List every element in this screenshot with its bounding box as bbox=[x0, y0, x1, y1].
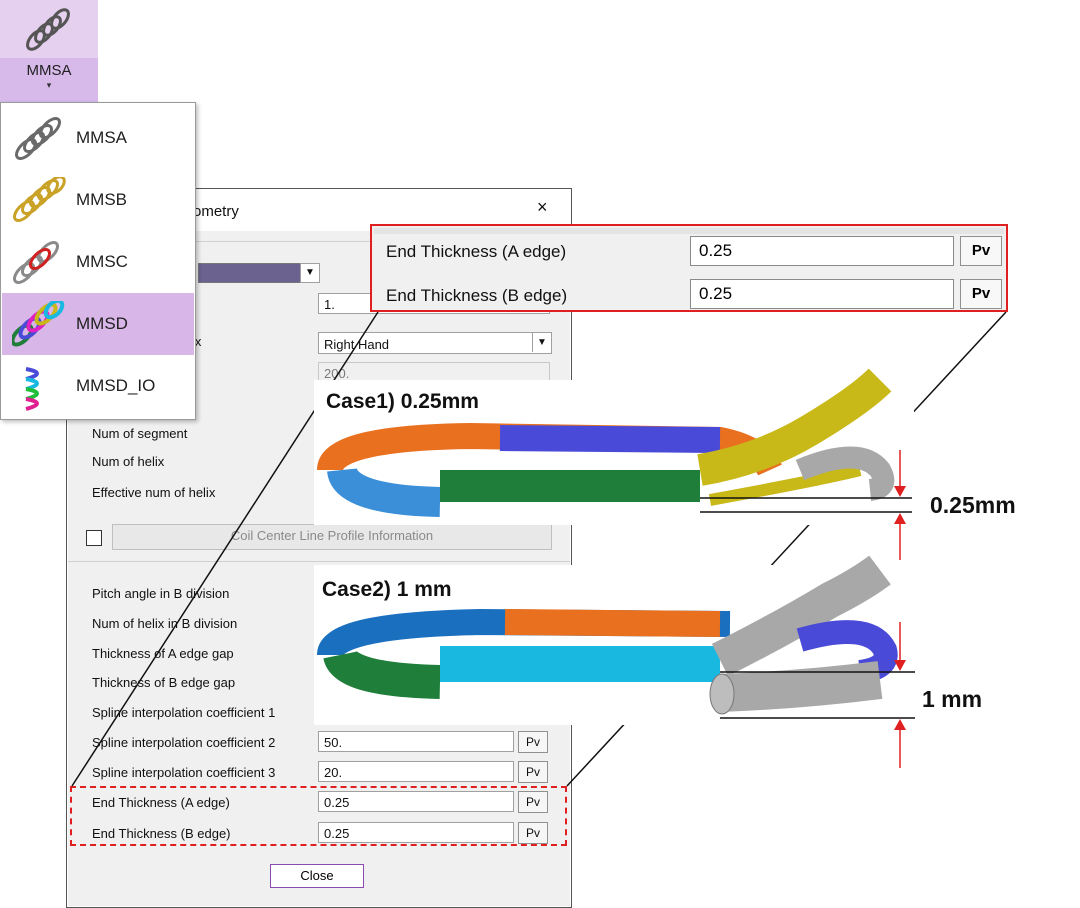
field-label: End Thickness (B edge) bbox=[92, 826, 231, 841]
zoom-label: End Thickness (B edge) bbox=[386, 286, 568, 305]
spline-coefficient-3-field[interactable]: 20. bbox=[318, 761, 514, 782]
color-dropdown-button[interactable]: ▼ bbox=[300, 263, 320, 283]
menu-item-mmsc[interactable]: MMSC bbox=[2, 231, 194, 293]
spring-gold-icon bbox=[13, 177, 66, 222]
arrow-up-icon bbox=[894, 513, 906, 524]
field-label: Thickness of B edge gap bbox=[92, 675, 236, 690]
helix-direction-value: Right Hand bbox=[324, 337, 390, 352]
field-label: Spline interpolation coefficient 3 bbox=[92, 765, 276, 780]
spring-icon bbox=[26, 8, 70, 51]
pv-button[interactable]: Pv bbox=[960, 236, 1002, 266]
coil-profile-checkbox[interactable] bbox=[86, 530, 102, 546]
pv-button[interactable]: Pv bbox=[518, 761, 548, 783]
menu-item-mmsa[interactable]: MMSA bbox=[2, 107, 194, 169]
dimension-label-case1: 0.25mm bbox=[930, 492, 1016, 518]
pv-button[interactable]: Pv bbox=[518, 702, 548, 724]
chevron-down-icon[interactable]: ▼ bbox=[532, 333, 551, 352]
dialog-title: ometry bbox=[193, 203, 239, 220]
arrow-down-icon bbox=[894, 486, 906, 497]
connector-line bbox=[566, 311, 1007, 787]
menu-item-mmsb[interactable]: MMSB bbox=[2, 169, 194, 231]
divider bbox=[374, 228, 1004, 234]
menu-item-label: MMSA bbox=[76, 128, 127, 147]
dimension-label-case2: 1 mm bbox=[922, 686, 983, 712]
segment-label: Num of segment bbox=[92, 426, 188, 441]
ribbon-button-lower bbox=[0, 58, 98, 103]
field-label: Thickness of A edge gap bbox=[92, 646, 234, 661]
menu-item-mmsd[interactable]: MMSD bbox=[2, 293, 194, 355]
divider bbox=[68, 561, 570, 562]
zoom-end-thickness-b-field[interactable]: 0.25 bbox=[690, 279, 954, 309]
highlight-box bbox=[70, 786, 567, 846]
menu-item-label: MMSC bbox=[76, 252, 128, 271]
pv-button[interactable]: Pv bbox=[518, 791, 548, 813]
spline-coefficient-1-field[interactable]: 50. bbox=[318, 702, 514, 723]
close-button[interactable]: Close bbox=[270, 864, 364, 888]
arrow-up-icon bbox=[894, 719, 906, 730]
num-helix-label: Num of helix bbox=[92, 454, 165, 469]
arrow-down-icon bbox=[894, 660, 906, 671]
spline-coefficient-2-field[interactable]: 50. bbox=[318, 731, 514, 752]
chevron-down-icon[interactable]: ▾ bbox=[46, 80, 52, 90]
close-icon[interactable]: × bbox=[537, 197, 548, 217]
spring-icon bbox=[15, 117, 61, 160]
spring-rainbow-icon bbox=[25, 367, 39, 411]
segment-field: 6 bbox=[318, 423, 338, 444]
menu-item-label: MMSD_IO bbox=[76, 376, 156, 395]
spring-type-menu: MMSA MMSB MMSC MMSD MMSD_IO bbox=[0, 102, 196, 420]
pv-button[interactable]: Pv bbox=[518, 822, 548, 844]
field-label: End Thickness (A edge) bbox=[92, 795, 230, 810]
menu-item-label: MMSB bbox=[76, 190, 127, 209]
ribbon-spring-button[interactable]: MMSA ▾ bbox=[0, 0, 98, 103]
field-label: Spline interpolation coefficient 2 bbox=[92, 735, 276, 750]
coil-profile-button[interactable]: Coil Center Line Profile Information bbox=[112, 524, 552, 550]
zoom-label: End Thickness (A edge) bbox=[386, 242, 567, 261]
pv-button[interactable]: Pv bbox=[518, 731, 548, 753]
field-label: Pitch angle in B division bbox=[92, 586, 230, 601]
field-label: Num of helix in B division bbox=[92, 616, 238, 631]
spring-multicolor-icon bbox=[12, 301, 65, 347]
case2-label: Case2) 1 mm bbox=[322, 578, 452, 601]
end-thickness-b-field[interactable]: 0.25 bbox=[318, 822, 514, 843]
case1-label: Case1) 0.25mm bbox=[326, 390, 479, 413]
effective-helix-label: Effective num of helix bbox=[92, 485, 216, 500]
field-label: Spline interpolation coefficient 1 bbox=[92, 705, 276, 720]
menu-item-mmsd-io[interactable]: MMSD_IO bbox=[2, 355, 194, 417]
pv-button[interactable]: Pv bbox=[960, 279, 1002, 309]
helix-direction-select[interactable]: Right Hand ▼ bbox=[318, 332, 552, 354]
zoom-end-thickness-a-field[interactable]: 0.25 bbox=[690, 236, 954, 266]
spring-red-icon bbox=[13, 241, 59, 284]
end-thickness-a-field[interactable]: 0.25 bbox=[318, 791, 514, 812]
divider bbox=[68, 241, 570, 242]
ribbon-button-label: MMSA bbox=[26, 62, 72, 79]
zoomed-end-thickness-panel: End Thickness (A edge) 0.25 Pv End Thick… bbox=[370, 224, 1008, 312]
menu-item-label: MMSD bbox=[76, 314, 128, 333]
parameter-field-disabled: 200. bbox=[318, 362, 550, 383]
